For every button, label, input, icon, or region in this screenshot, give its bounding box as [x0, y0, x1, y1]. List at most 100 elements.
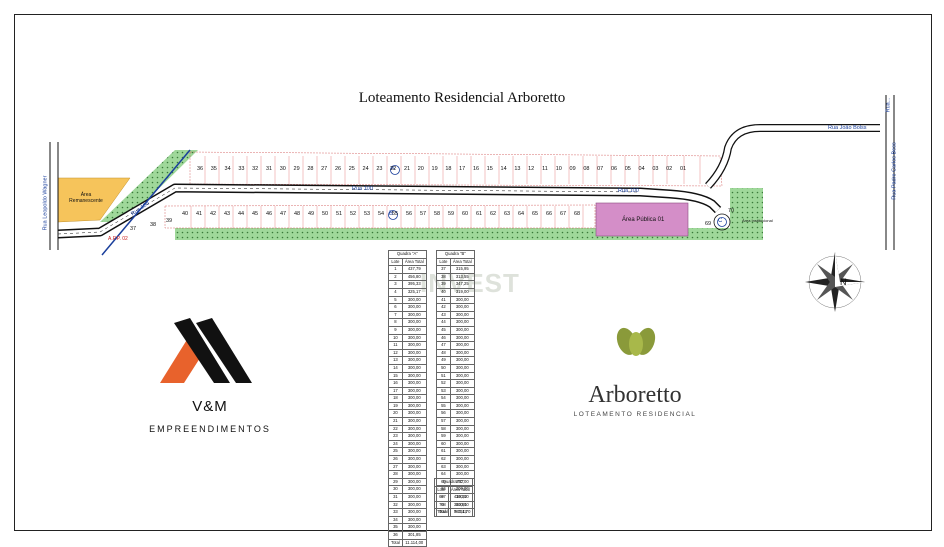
lot-68[interactable]: 68: [573, 211, 581, 217]
lot-46[interactable]: 46: [265, 211, 273, 217]
table-cell: 300,00: [449, 295, 475, 305]
lot-36[interactable]: 36: [196, 166, 204, 172]
lot-21[interactable]: 21: [403, 166, 411, 172]
lot-60[interactable]: 60: [461, 211, 469, 217]
lot-02[interactable]: 02: [666, 166, 673, 172]
lot-45[interactable]: 45: [251, 211, 259, 217]
table-cell: 41: [436, 295, 451, 305]
lot-33[interactable]: 33: [238, 166, 245, 172]
lot-51[interactable]: 51: [335, 211, 343, 217]
lot-08[interactable]: 08: [583, 166, 590, 172]
table-cell: 38: [436, 272, 451, 282]
marker-b-label: B: [389, 211, 394, 217]
table-header: Lote: [388, 257, 403, 267]
lot-40[interactable]: 40: [181, 211, 189, 217]
lot-24[interactable]: 24: [362, 166, 369, 172]
marker-c: [717, 217, 727, 227]
lot-30[interactable]: 30: [279, 166, 286, 172]
lot-42[interactable]: 42: [209, 211, 217, 217]
lot-22[interactable]: 22: [390, 166, 397, 172]
table-cell: 20: [388, 409, 403, 419]
lot-26[interactable]: 26: [334, 166, 342, 172]
lot-59[interactable]: 59: [447, 211, 455, 217]
lot-25[interactable]: 25: [348, 166, 355, 172]
lot-27[interactable]: 27: [321, 166, 328, 172]
lot-28[interactable]: 28: [307, 166, 314, 172]
lot-29[interactable]: 29: [293, 166, 300, 172]
lot-52[interactable]: 52: [349, 211, 357, 217]
lot-47[interactable]: 47: [279, 211, 287, 217]
green-area-right: [730, 188, 763, 240]
lot-34[interactable]: 34: [224, 166, 231, 172]
table-cell: 4: [388, 287, 403, 297]
table-cell: 300,00: [401, 394, 427, 403]
lot-06[interactable]: 06: [610, 166, 618, 172]
lot-55[interactable]: 55: [391, 211, 399, 217]
lot-35[interactable]: 35: [210, 166, 217, 172]
block-b-outline: [164, 204, 596, 229]
map-frame: [14, 14, 932, 531]
table-cell: 300,00: [449, 333, 475, 343]
lot-09[interactable]: 09: [569, 166, 576, 172]
lot-67[interactable]: 67: [559, 211, 567, 217]
table-cell: 58: [436, 424, 451, 434]
lot-07[interactable]: 07: [597, 166, 604, 172]
table-cell: 70: [434, 500, 449, 510]
lot-65[interactable]: 65: [531, 211, 539, 217]
lot-16[interactable]: 16: [472, 166, 480, 172]
lot-03[interactable]: 03: [652, 166, 659, 172]
lot-38[interactable]: 38: [149, 222, 157, 228]
lot-12[interactable]: 12: [528, 166, 535, 172]
lot-70[interactable]: 70: [728, 208, 735, 214]
lot-11[interactable]: 11: [542, 166, 548, 172]
lot-15[interactable]: 15: [486, 166, 493, 172]
table-cell: 456,80: [401, 272, 427, 282]
table-cell: 19: [388, 401, 403, 411]
lot-32[interactable]: 32: [252, 166, 259, 172]
lot-05[interactable]: 05: [624, 166, 631, 172]
lot-57[interactable]: 57: [419, 211, 427, 217]
lot-18[interactable]: 18: [445, 166, 452, 172]
label-institucional: Área Institucional: [742, 218, 773, 223]
lot-41[interactable]: 41: [195, 211, 203, 217]
lot-43[interactable]: 43: [223, 211, 231, 217]
lot-56[interactable]: 56: [405, 211, 413, 217]
lot-64[interactable]: 64: [517, 211, 525, 217]
lot-66[interactable]: 66: [545, 211, 553, 217]
lot-23[interactable]: 23: [376, 166, 383, 172]
lot-49[interactable]: 49: [307, 211, 315, 217]
table-cell: 300,00: [401, 493, 427, 502]
lot-20[interactable]: 20: [417, 166, 424, 172]
lot-69[interactable]: 69: [705, 221, 712, 227]
table-cell: 69: [434, 493, 449, 502]
lot-50[interactable]: 50: [321, 211, 329, 217]
lot-39[interactable]: 39: [165, 218, 173, 224]
lot-14[interactable]: 14: [500, 166, 507, 172]
lot-04[interactable]: 04: [638, 166, 645, 172]
lot-01[interactable]: 01: [679, 166, 687, 172]
table-cell: 300,00: [449, 371, 475, 381]
lot-13[interactable]: 13: [514, 166, 521, 172]
lot-63[interactable]: 63: [503, 211, 511, 217]
lot-61[interactable]: 61: [475, 211, 483, 217]
lot-17[interactable]: 17: [459, 166, 466, 172]
lot-10[interactable]: 10: [555, 166, 562, 172]
table-cell: 10: [388, 333, 403, 343]
table-cell: 300,00: [449, 447, 475, 457]
lot-53[interactable]: 53: [363, 211, 371, 217]
lot-62[interactable]: 62: [489, 211, 497, 217]
lot-37[interactable]: 37: [129, 226, 137, 232]
lot-54[interactable]: 54: [377, 211, 385, 217]
lot-48[interactable]: 48: [293, 211, 301, 217]
lot-19[interactable]: 19: [431, 166, 438, 172]
lot-31[interactable]: 31: [265, 166, 273, 172]
table-cell: 300,00: [449, 417, 475, 426]
lot-44[interactable]: 44: [237, 211, 245, 217]
lot-58[interactable]: 58: [433, 211, 441, 217]
table-cell: 13: [388, 356, 403, 365]
